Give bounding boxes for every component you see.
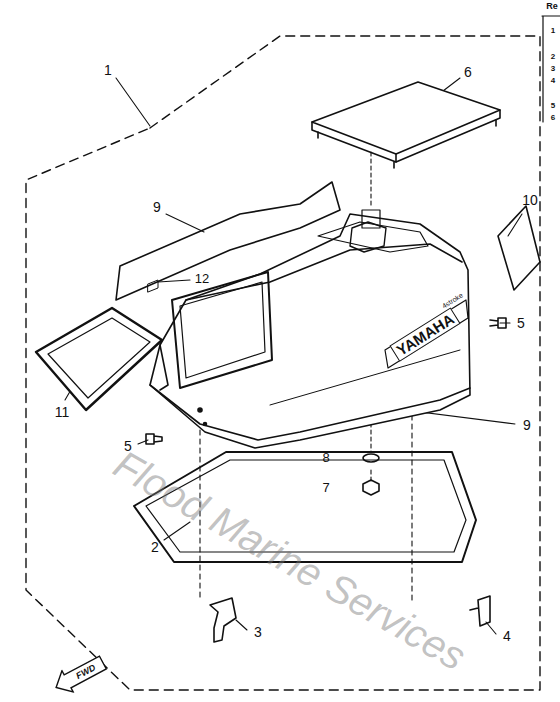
table-header: Re (546, 2, 558, 11)
callout-number: 12 (195, 272, 209, 285)
top-cover (312, 82, 500, 168)
callout-number: 5 (517, 316, 525, 330)
watermark: Flood Marine Services (108, 443, 473, 677)
callout-number: 9 (523, 418, 531, 432)
direction-arrow: FWD (49, 651, 110, 700)
table-cell: 6 (551, 114, 555, 122)
washer (363, 454, 379, 462)
nut (363, 480, 379, 495)
table-cell: 5 (551, 102, 555, 110)
callout-number: 11 (55, 405, 70, 419)
arrow-shape (50, 652, 108, 698)
callout-number: 7 (322, 481, 329, 494)
callout-number: 2 (151, 540, 159, 554)
assembly-boundary (26, 36, 540, 690)
rear-sticker (498, 206, 540, 290)
callout-number: 1 (104, 63, 112, 77)
bracket (470, 596, 490, 626)
table-cell: 3 (551, 65, 555, 73)
callout-number: 6 (464, 65, 472, 79)
callout-number: 8 (322, 451, 329, 464)
small-decal (148, 280, 158, 292)
table-cell: 1 (551, 27, 555, 35)
bracket (210, 598, 236, 642)
callout-number: 3 (254, 625, 262, 639)
top-cowling (150, 210, 470, 448)
callout-number: 4 (503, 629, 511, 643)
screw (146, 318, 506, 444)
callout-number: 9 (153, 200, 161, 214)
table-cell: 2 (551, 53, 555, 61)
window-panel (36, 308, 162, 410)
callout-number: 10 (522, 193, 538, 207)
table-edge (542, 16, 560, 122)
table-cell: 4 (551, 77, 555, 85)
